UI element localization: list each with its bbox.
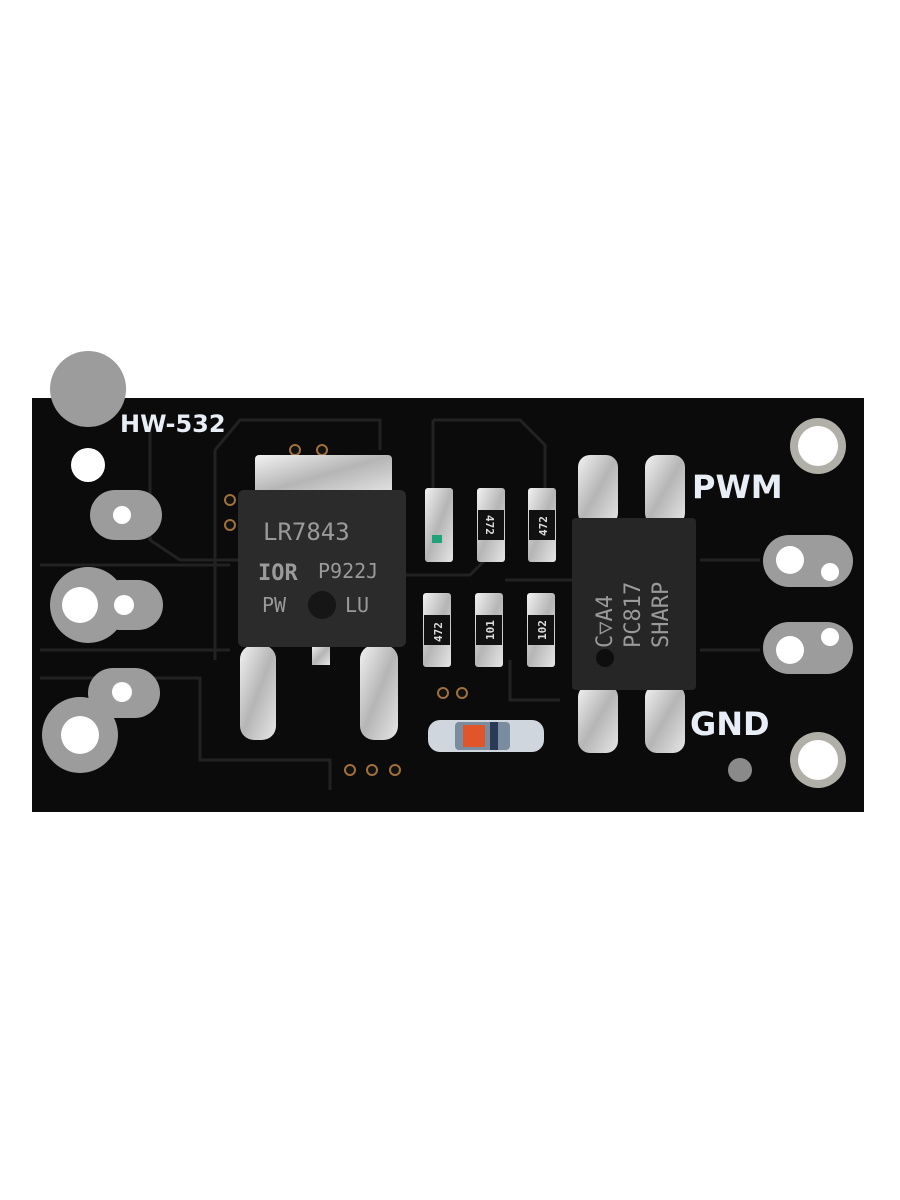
pwm-label: PWM	[692, 468, 783, 506]
gnd-label: GND	[690, 705, 770, 743]
mosfet-mark-left: PW	[262, 593, 287, 617]
resistor-label: 101	[484, 620, 497, 640]
resistor-label: 472	[483, 515, 496, 535]
copper-traces	[40, 418, 760, 790]
diode	[428, 720, 544, 752]
optocoupler-pc817: C▽A4 PC817 SHARP	[572, 455, 696, 753]
opto-line1: C▽A4	[593, 595, 618, 648]
smd-components: 472 472 472 101 102	[423, 488, 556, 667]
terminal-pads-right	[728, 418, 853, 788]
mosfet-mark-right: LU	[345, 593, 369, 617]
resistor-label: 472	[537, 516, 550, 536]
resistor-label: 472	[432, 622, 445, 642]
opto-line2: PC817	[621, 582, 646, 648]
model-label: HW-532	[120, 410, 226, 438]
mosfet-part: LR7843	[263, 518, 350, 546]
mosfet-logo: IOR	[258, 561, 298, 586]
resistor-label: 102	[536, 620, 549, 640]
terminal-pads-left	[42, 351, 163, 773]
mosfet-code: P922J	[318, 559, 378, 583]
opto-line3: SHARP	[649, 582, 674, 648]
mosfet-lr7843: LR7843 IOR P922J PW LU	[238, 455, 406, 740]
